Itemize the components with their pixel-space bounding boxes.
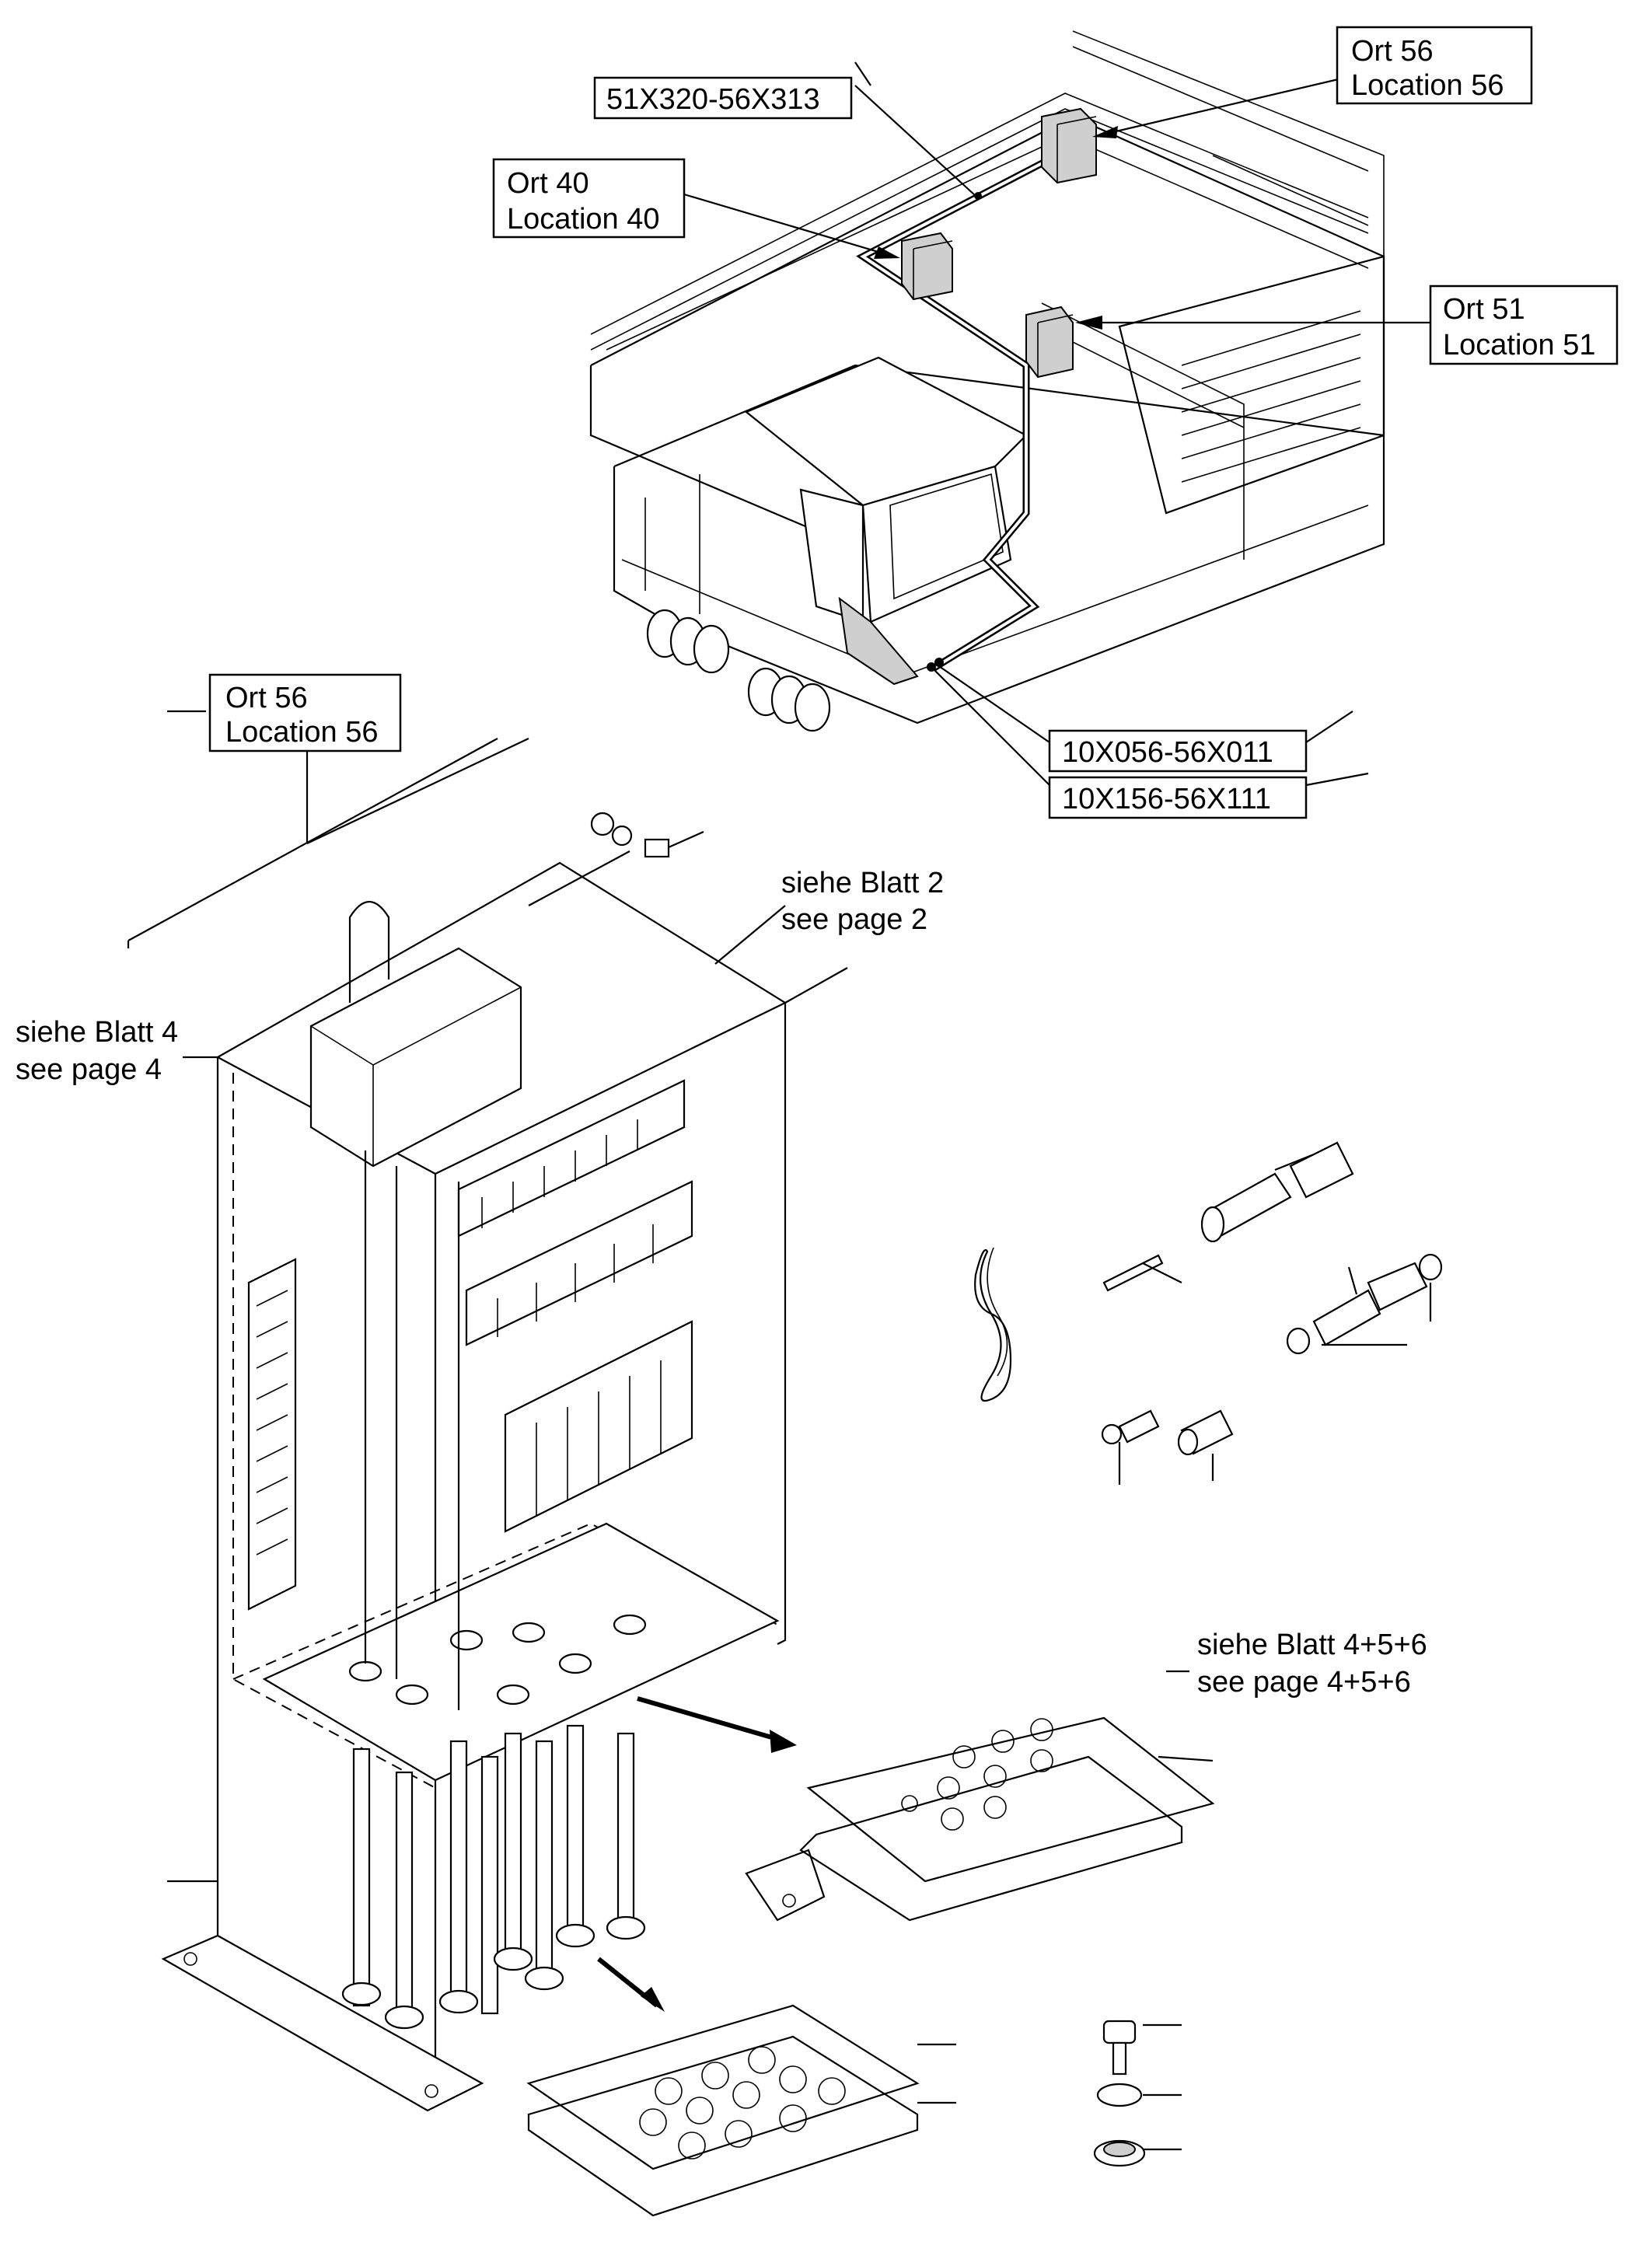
coiled-wire (974, 1247, 1012, 1402)
leader-lines-top (683, 61, 1430, 787)
ferrule (1177, 1409, 1234, 1481)
ref-see-page-4: siehe Blatt 4 see page 4 (16, 1016, 178, 1086)
label-line: siehe Blatt 2 (781, 867, 944, 899)
label-line: Ort 40 (507, 167, 589, 200)
track-wheels (646, 609, 831, 732)
label-line: 51X320-56X313 (606, 83, 820, 116)
label-location-56-top: Ort 56 Location 56 (1336, 26, 1533, 105)
label-line: Ort 51 (1443, 293, 1525, 326)
contact-pin (1102, 1254, 1182, 1292)
junction-box-51 (1025, 306, 1074, 379)
label-cable-10x156: 10X156-56X111 (1048, 776, 1308, 819)
label-line: Location 56 (1351, 69, 1504, 102)
label-location-56-left: Ort 56 Location 56 (208, 673, 402, 752)
control-cabinet (161, 861, 826, 2112)
conduits (341, 1724, 646, 2030)
gland-plate-lower (526, 2004, 920, 2217)
leader-lines-cabinet (127, 710, 848, 1883)
label-line: Ort 56 (1351, 35, 1434, 68)
connector-assembly (1200, 1141, 1354, 1243)
label-line: 10X056-56X011 (1062, 736, 1273, 769)
label-line: 10X156-56X111 (1062, 783, 1271, 815)
junction-box-56 (1041, 107, 1097, 184)
label-line: Location 51 (1443, 329, 1596, 361)
label-line: Ort 56 (225, 682, 308, 714)
label-location-51: Ort 51 Location 51 (1429, 285, 1619, 365)
label-location-40: Ort 40 Location 40 (492, 158, 686, 239)
ring-terminal (1101, 1409, 1160, 1485)
machine-overview (589, 30, 1385, 732)
cable-gland-parts (1286, 1253, 1443, 1355)
operator-cab (744, 356, 1028, 686)
label-line: see page 4+5+6 (1197, 1666, 1411, 1699)
radiator-grille (1181, 310, 1361, 483)
handrails (590, 30, 1385, 560)
label-line: see page 4 (16, 1053, 162, 1086)
label-line: siehe Blatt 4+5+6 (1197, 1629, 1427, 1661)
label-line: Location 40 (507, 203, 660, 236)
plate-arrows (597, 1696, 797, 2012)
mounting-bolt-set (1093, 2020, 1182, 2167)
label-line: Location 56 (225, 716, 379, 749)
ref-see-page-456: siehe Blatt 4+5+6 see page 4+5+6 (1197, 1629, 1427, 1699)
label-line: see page 2 (781, 903, 927, 936)
label-line: siehe Blatt 4 (16, 1016, 178, 1049)
plate-leaders (917, 1755, 1214, 2104)
junction-box-40 (901, 232, 953, 301)
terminal-blocks-right (481, 1119, 662, 1516)
hardware-arrow (528, 850, 630, 906)
label-cable-10x056: 10X056-56X011 (1048, 729, 1308, 773)
terminal-strip-left (256, 1290, 288, 1555)
ref-see-page-2: siehe Blatt 2 see page 2 (781, 867, 944, 936)
bolt-nut-washer (590, 812, 704, 858)
gland-plate-upper (799, 1716, 1215, 1922)
label-cable-51x320: 51X320-56X313 (593, 76, 853, 120)
